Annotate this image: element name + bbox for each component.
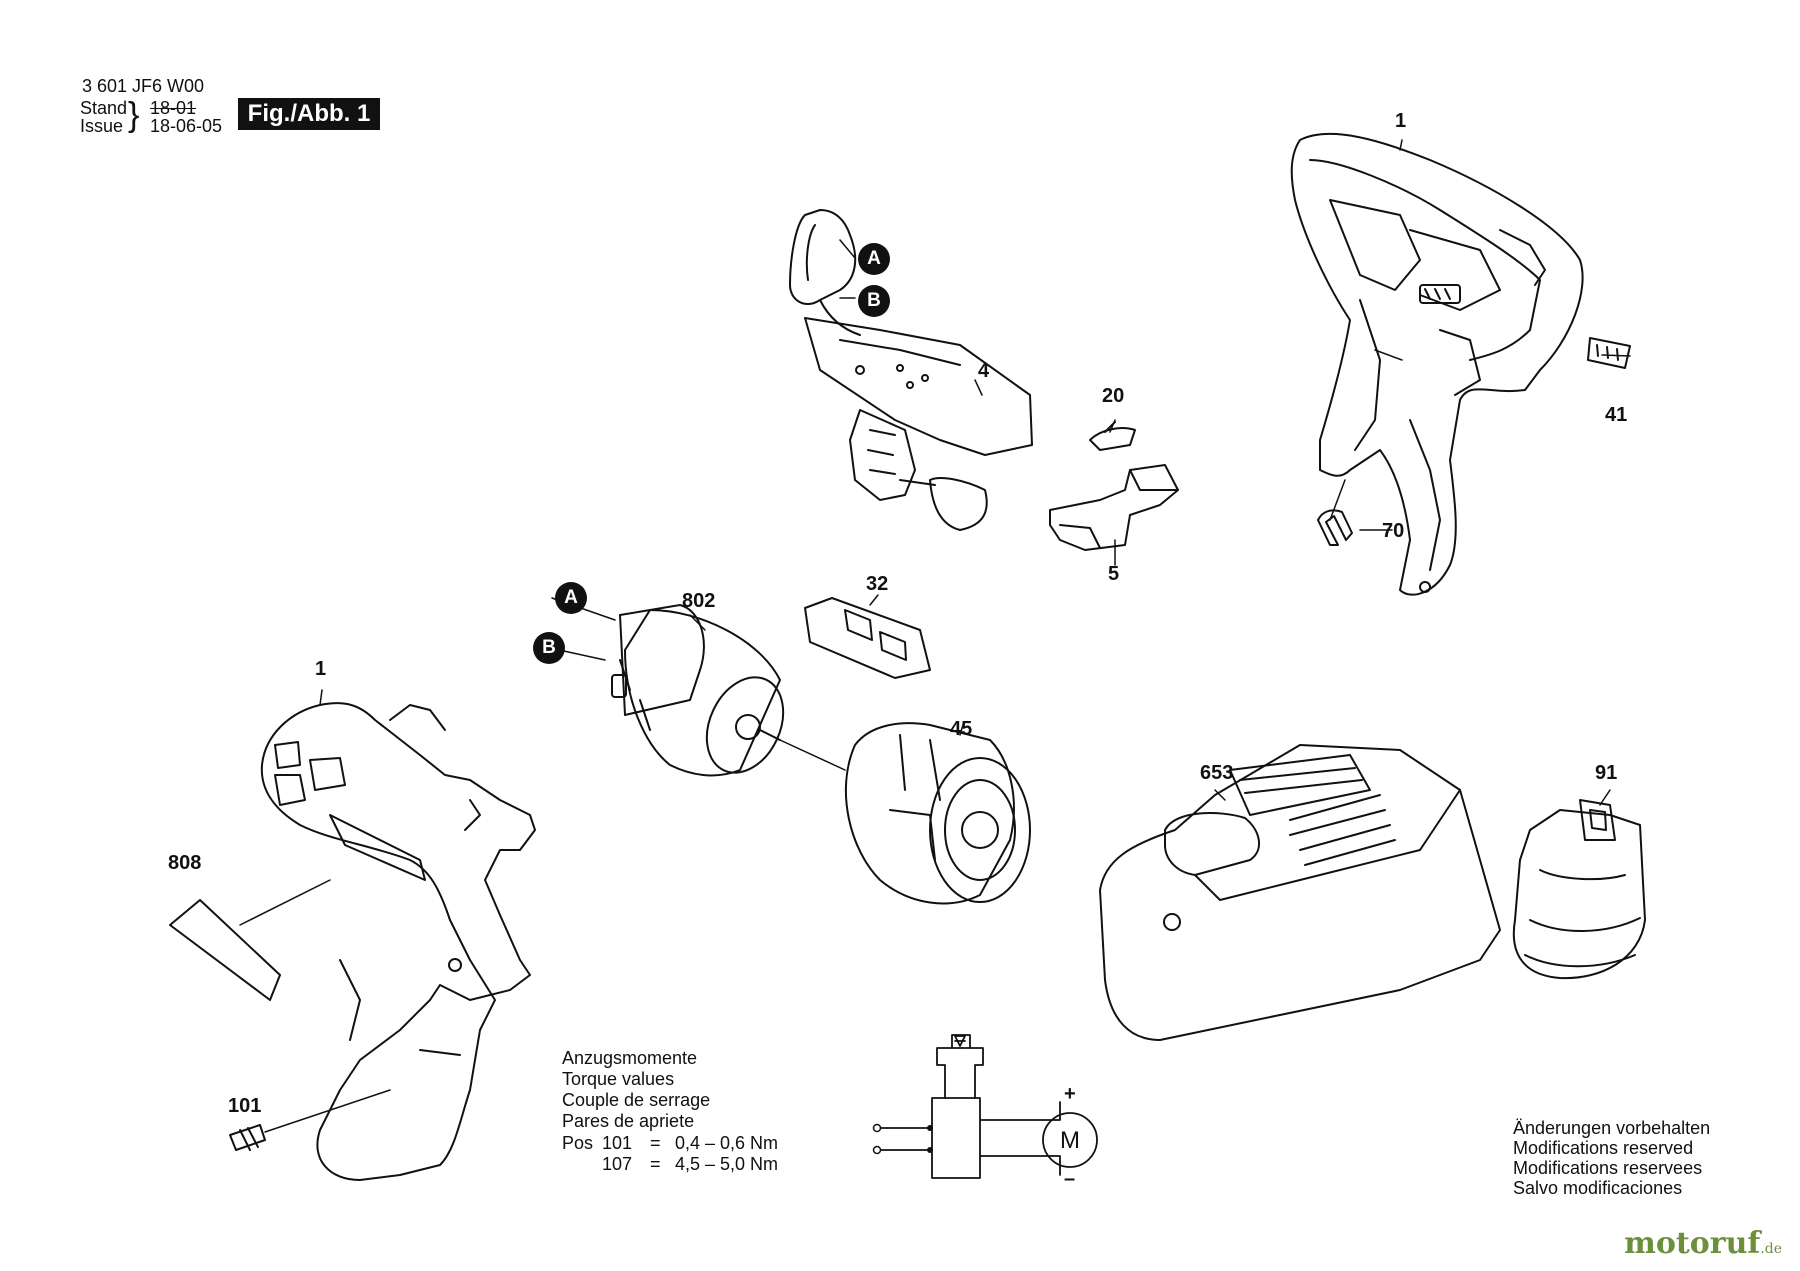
stand-value: 18-01 [150,98,197,118]
part-label-101: 101 [228,1095,262,1117]
brace-glyph: } [128,96,140,134]
part-label-808: 808 [168,852,202,874]
label-808-illustration [169,879,331,1001]
issue-value: 18-06-05 [150,116,223,136]
marker-b-switch: B [858,285,890,317]
part-41-clip-illustration [1587,337,1631,369]
part-label-1-top: 1 [1395,110,1407,132]
battery-illustration [1512,799,1646,980]
notice-line-es: Salvo modificaciones [1513,1178,1683,1198]
watermark-domain: .de [1760,1241,1782,1257]
torque-line-de: Anzugsmomente [562,1048,698,1068]
part-number: 3 601 JF6 W00 [82,76,205,96]
part-label-41: 41 [1605,404,1628,426]
part-label-5: 5 [1108,563,1120,585]
figure-label: Fig./Abb. 1 [238,98,380,130]
part-label-1-bottom: 1 [315,658,327,680]
part-label-4: 4 [978,360,990,382]
torque-row-pos: 107 [602,1154,633,1174]
part-32-slide-switch-illustration [804,597,931,679]
torque-row-eq: = [650,1133,661,1153]
part-70-hook-illustration [1317,479,1353,546]
torque-row-value: 0,4 – 0,6 Nm [675,1133,779,1153]
part-label-70: 70 [1382,520,1405,542]
charger-illustration [1099,744,1501,1041]
notice-line-de: Änderungen vorbehalten [1513,1118,1711,1138]
torque-line-fr: Couple de serrage [562,1090,711,1110]
notice-line-en: Modifications reserved [1513,1138,1694,1158]
circuit-minus-label: – [1064,1168,1076,1190]
part-label-32: 32 [866,573,889,595]
marker-a-motor: A [555,582,587,614]
motor-illustration [611,604,785,777]
gearbox-illustration [844,722,1031,905]
switch-module-illustration [789,209,1033,531]
torque-row-value: 4,5 – 5,0 Nm [675,1154,779,1174]
marker-a-switch: A [858,243,890,275]
torque-pos-label: Pos [562,1133,594,1153]
watermark-brand: motoruf [1624,1226,1761,1261]
circuit-plus-label: + [1064,1083,1076,1105]
torque-line-en: Torque values [562,1069,675,1089]
housing-half-left-illustration [260,702,536,1181]
notice-line-fr: Modifications reservees [1513,1158,1703,1178]
part-label-20: 20 [1102,385,1125,407]
torque-line-es: Pares de apriete [562,1111,695,1131]
part-label-653: 653 [1200,762,1234,784]
part-label-802: 802 [682,590,716,612]
torque-row-eq: = [650,1154,661,1174]
stand-label: Stand [80,98,128,118]
part-label-91: 91 [1595,762,1618,784]
torque-row-pos: 101 [602,1133,633,1153]
screw-101-illustration [229,1089,391,1151]
part-5-direction-switch-illustration [1049,464,1179,551]
circuit-schematic [879,1034,1098,1179]
part-label-45: 45 [950,718,973,740]
marker-b-motor: B [533,632,565,664]
housing-half-right-illustration [1290,132,1584,596]
motor-symbol-label: M [1060,1127,1080,1154]
issue-label: Issue [80,116,124,136]
watermark-logo: motoruf.de [1624,1226,1782,1261]
